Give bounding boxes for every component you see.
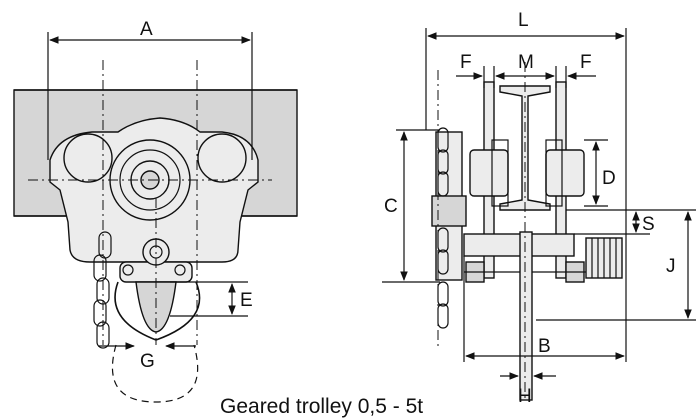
dim-label-J: J — [666, 256, 676, 277]
dimension-A: A — [47, 19, 253, 160]
dim-label-E: E — [240, 290, 253, 311]
dimension-G: G — [98, 342, 196, 372]
dim-label-F-left: F — [460, 52, 472, 73]
dim-label-D: D — [602, 168, 616, 189]
dimension-D: D — [584, 139, 616, 207]
dim-label-A: A — [140, 19, 153, 40]
dim-label-F-right: F — [580, 52, 592, 73]
dim-label-H: H — [518, 386, 532, 407]
diagram-caption: Geared trolley 0,5 - 5t — [220, 395, 423, 418]
dim-label-S: S — [642, 214, 655, 235]
dimensions-F-M-F: F M F — [456, 52, 596, 88]
dim-label-G: G — [140, 351, 155, 372]
dim-label-B: B — [538, 336, 551, 357]
dim-label-C: C — [384, 196, 398, 217]
spring-buffer — [585, 237, 623, 279]
dim-label-L: L — [518, 10, 529, 31]
dimension-L: L — [425, 10, 627, 236]
dimension-B: B — [463, 236, 627, 362]
side-view: L F M F C D — [382, 10, 696, 407]
dimension-S: S — [566, 209, 655, 235]
trolley-body — [49, 117, 259, 403]
dimension-H: H — [500, 372, 556, 407]
dimension-C: C — [382, 129, 440, 283]
dimension-J: J — [536, 209, 696, 321]
front-view: A E G — [13, 19, 298, 403]
dimension-E: E — [170, 281, 253, 317]
dim-label-M: M — [518, 52, 534, 73]
